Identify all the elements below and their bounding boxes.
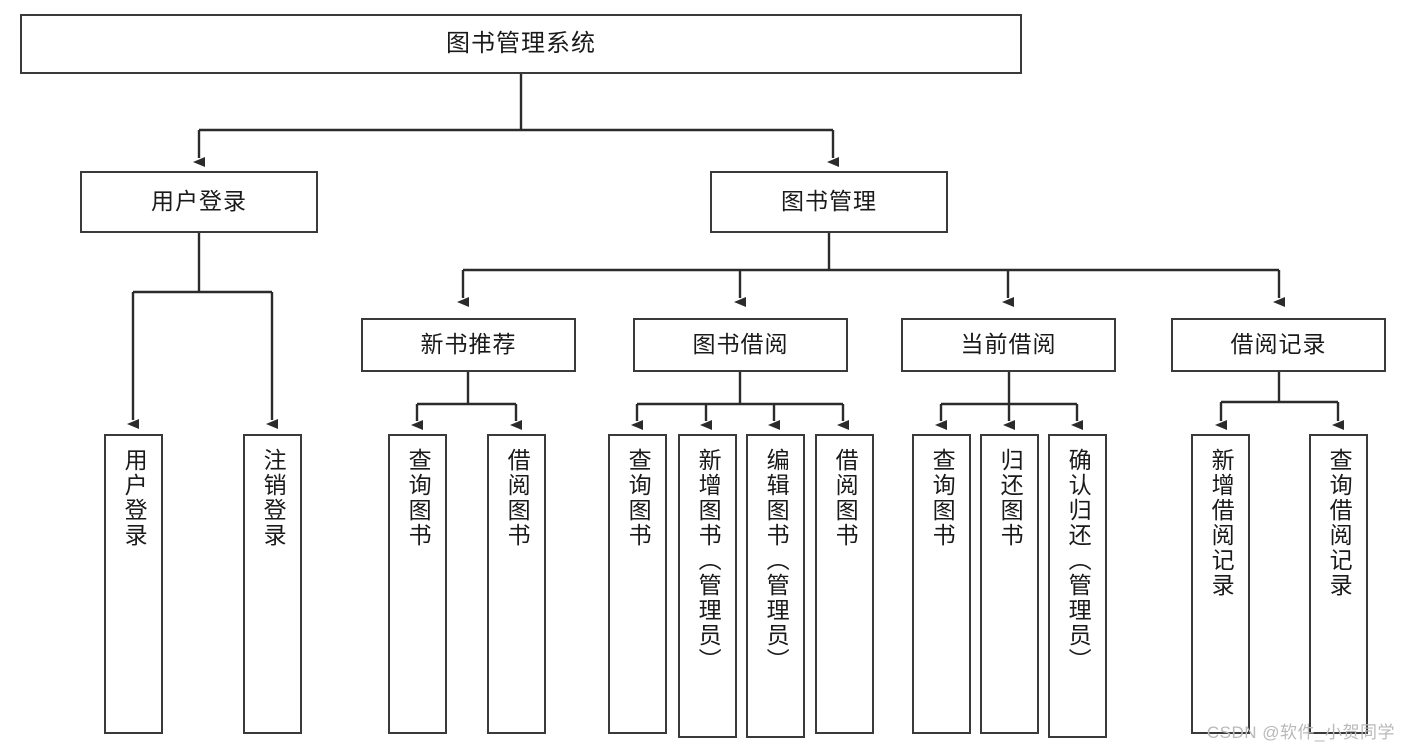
node-current-borrowing[interactable]: 当前借阅 xyxy=(901,318,1116,372)
leaf-current-borrow-return-book[interactable]: 归还图书 xyxy=(980,434,1039,734)
leaf-current-borrow-query-book[interactable]: 查询图书 xyxy=(912,434,971,734)
node-label: 查询图书 xyxy=(929,448,956,548)
leaf-record-query-borrow-record[interactable]: 查询借阅记录 xyxy=(1309,434,1368,734)
node-label: 新增图书（管理员） xyxy=(695,448,722,673)
leaf-book-borrow-query-book[interactable]: 查询图书 xyxy=(608,434,667,734)
leaf-new-book-borrow-book[interactable]: 借阅图书 xyxy=(487,434,546,734)
leaf-user-login-signin[interactable]: 用户登录 xyxy=(104,434,163,734)
node-label: 图书管理 xyxy=(781,188,877,215)
node-label: 新书推荐 xyxy=(420,331,517,358)
leaf-book-borrow-edit-book-admin[interactable]: 编辑图书（管理员） xyxy=(746,434,805,738)
node-label: 用户登录 xyxy=(151,188,247,215)
node-label: 当前借阅 xyxy=(960,331,1057,358)
node-book-borrowing[interactable]: 图书借阅 xyxy=(633,318,848,372)
leaf-user-login-logout[interactable]: 注销登录 xyxy=(243,434,302,734)
node-label: 编辑图书（管理员） xyxy=(763,448,790,673)
node-label: 新增借阅记录 xyxy=(1208,448,1235,598)
node-label: 查询借阅记录 xyxy=(1326,448,1353,598)
node-label: 归还图书 xyxy=(997,448,1024,548)
node-label: 查询图书 xyxy=(405,448,432,548)
node-label: 确认归还（管理员） xyxy=(1065,448,1092,673)
leaf-new-book-query-book[interactable]: 查询图书 xyxy=(388,434,447,734)
node-label: 借阅记录 xyxy=(1230,331,1327,358)
leaf-record-add-borrow-record[interactable]: 新增借阅记录 xyxy=(1191,434,1250,734)
node-label: 注销登录 xyxy=(260,448,287,548)
node-user-login[interactable]: 用户登录 xyxy=(80,171,318,233)
leaf-book-borrow-add-book-admin[interactable]: 新增图书（管理员） xyxy=(678,434,737,738)
node-label: 借阅图书 xyxy=(832,448,859,548)
node-label: 查询图书 xyxy=(625,448,652,548)
node-label: 图书管理系统 xyxy=(446,29,596,57)
leaf-book-borrow-borrow-book[interactable]: 借阅图书 xyxy=(815,434,874,734)
node-label: 用户登录 xyxy=(121,448,148,548)
node-label: 图书借阅 xyxy=(692,331,789,358)
node-book-management[interactable]: 图书管理 xyxy=(710,171,948,233)
node-label: 借阅图书 xyxy=(504,448,531,548)
csdn-watermark: CSDN @软件_小贺同学 xyxy=(1206,723,1395,742)
leaf-current-borrow-confirm-return-admin[interactable]: 确认归还（管理员） xyxy=(1048,434,1107,738)
node-new-book-recommendation[interactable]: 新书推荐 xyxy=(361,318,576,372)
node-borrowing-record[interactable]: 借阅记录 xyxy=(1171,318,1386,372)
node-root-book-management-system[interactable]: 图书管理系统 xyxy=(20,14,1022,74)
